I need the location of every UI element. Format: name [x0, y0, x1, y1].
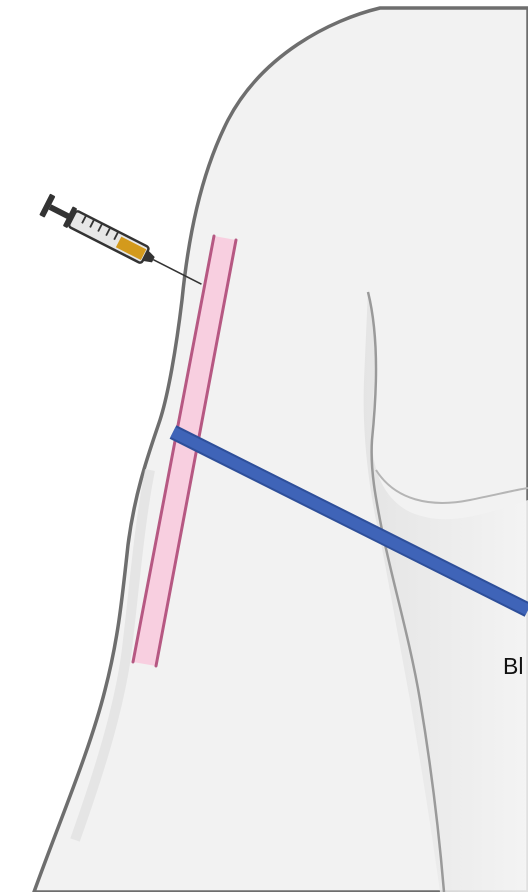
callout-label: Bl	[503, 655, 523, 678]
arm-illustration	[34, 8, 528, 892]
syringe-icon	[39, 194, 207, 295]
